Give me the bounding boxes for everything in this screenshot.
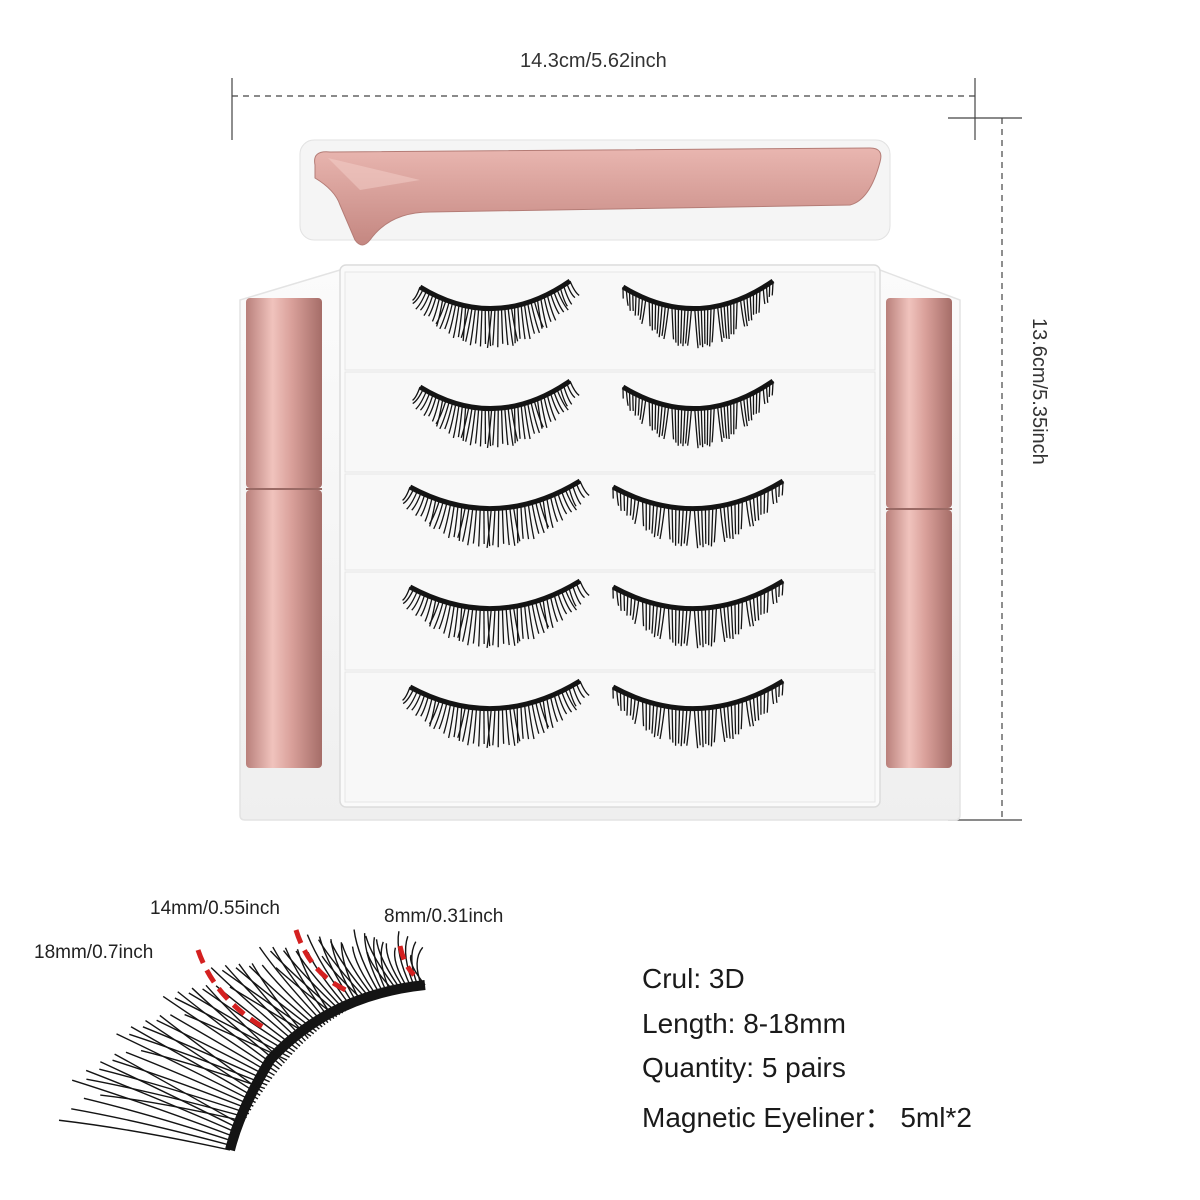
detail-lash-hair bbox=[210, 967, 301, 1047]
spec-curl: Crul: 3D bbox=[642, 963, 745, 994]
lash-length-long: 18mm/0.7inch bbox=[34, 942, 154, 963]
lash-strip bbox=[412, 378, 580, 449]
detail-lash-hair bbox=[114, 1053, 243, 1126]
detail-lash-hair bbox=[353, 929, 382, 996]
lash-strip bbox=[402, 478, 590, 549]
detail-lash-hair bbox=[58, 1119, 231, 1151]
detail-lash-hair bbox=[116, 1033, 256, 1104]
detail-lash-hair bbox=[188, 992, 293, 1055]
detail-lash-hair bbox=[140, 1049, 266, 1090]
lash-strip bbox=[611, 478, 785, 549]
detail-lash-hair bbox=[375, 939, 402, 990]
detail-lash-hair bbox=[71, 1079, 237, 1139]
lash-length-markers bbox=[195, 929, 416, 1033]
detail-lash-hair bbox=[397, 931, 412, 988]
detail-lash-hair bbox=[191, 987, 283, 1067]
detail-lash-hair bbox=[373, 937, 388, 994]
detail-lash-hair bbox=[142, 1026, 270, 1083]
detail-lash-hair bbox=[411, 941, 419, 987]
detail-lash-hair bbox=[177, 991, 280, 1070]
lash-strip bbox=[621, 278, 775, 349]
detail-lash-hair bbox=[341, 943, 375, 999]
lash-strip bbox=[611, 578, 785, 649]
detail-lash-hair bbox=[202, 988, 296, 1053]
left-eyeliner bbox=[246, 298, 322, 768]
width-dimension-label: 14.3cm/5.62inch bbox=[520, 50, 667, 72]
detail-lash-hair bbox=[130, 1026, 259, 1100]
detail-lash-hair bbox=[156, 1019, 273, 1080]
detail-lash-hair bbox=[258, 946, 326, 1026]
detail-lash-hair bbox=[100, 1094, 245, 1123]
detail-lash-hair bbox=[235, 967, 317, 1032]
detail-lash-hair bbox=[125, 1051, 254, 1107]
detail-lash-hair bbox=[145, 1019, 261, 1096]
lash-tray bbox=[239, 264, 961, 821]
detail-lash-hair bbox=[380, 941, 392, 993]
right-eyeliner bbox=[886, 298, 952, 768]
detail-lash-hair bbox=[365, 935, 398, 991]
detail-lash-hair bbox=[162, 995, 278, 1073]
detail-lash-hair bbox=[340, 942, 362, 1004]
spec-eyeliner: Magnetic Eyeliner： 5ml*2 bbox=[642, 1102, 972, 1133]
detail-lash-hair bbox=[248, 965, 320, 1030]
detail-lash-hair bbox=[330, 938, 359, 1005]
detail-lash-hair bbox=[86, 1078, 247, 1119]
detail-lash-hair bbox=[251, 963, 309, 1040]
detail-lash-hair bbox=[318, 936, 356, 1007]
lash-strip bbox=[611, 678, 785, 749]
detail-lash-hair bbox=[205, 984, 285, 1064]
detail-lash-hair bbox=[112, 1059, 252, 1111]
detail-lash-hair bbox=[329, 941, 372, 1000]
detail-lash-hair bbox=[351, 946, 378, 997]
detail-lash-hair bbox=[159, 1014, 263, 1093]
lash-pairs bbox=[402, 278, 785, 749]
detail-lash-hair bbox=[282, 950, 344, 1014]
detail-lash-hair bbox=[100, 1061, 241, 1130]
lash-strip bbox=[402, 578, 590, 649]
lash-length-middle: 14mm/0.55inch bbox=[150, 898, 280, 919]
detail-lash-hair bbox=[296, 949, 335, 1019]
detail-lash-hair bbox=[363, 933, 385, 995]
detail-lash-hair bbox=[385, 943, 405, 989]
tweezer bbox=[299, 139, 891, 246]
spec-length: Length: 8-18mm bbox=[642, 1008, 846, 1039]
detail-lash-hair bbox=[99, 1068, 250, 1115]
detail-lash-hair bbox=[129, 1033, 268, 1086]
detail-lash-hair bbox=[393, 947, 409, 989]
spec-quantity: Quantity: 5 pairs bbox=[642, 1052, 846, 1083]
detail-lash-hair bbox=[238, 963, 306, 1042]
detail-lash-hair bbox=[174, 997, 290, 1058]
detail-lash-hair bbox=[321, 955, 365, 1003]
detail-lash-hair bbox=[71, 1108, 233, 1147]
detail-lash-hair bbox=[261, 964, 323, 1028]
detail-lash-hair bbox=[85, 1069, 239, 1134]
detail-lash-hair bbox=[224, 964, 304, 1045]
lash-strip bbox=[402, 678, 590, 749]
lash-strip bbox=[621, 378, 775, 449]
detail-lash-hair bbox=[416, 946, 424, 986]
detail-lash-hair bbox=[272, 946, 329, 1024]
detail-lash-hair bbox=[306, 934, 353, 1009]
lash-strip bbox=[412, 278, 580, 349]
detail-lash-hair bbox=[269, 950, 341, 1016]
detail-lash-hair bbox=[284, 947, 332, 1022]
detail-lash-hair bbox=[83, 1097, 235, 1143]
detail-lash-hair bbox=[170, 1014, 275, 1076]
lash-length-short: 8mm/0.31inch bbox=[384, 906, 504, 927]
detail-lash-hair bbox=[221, 969, 315, 1035]
